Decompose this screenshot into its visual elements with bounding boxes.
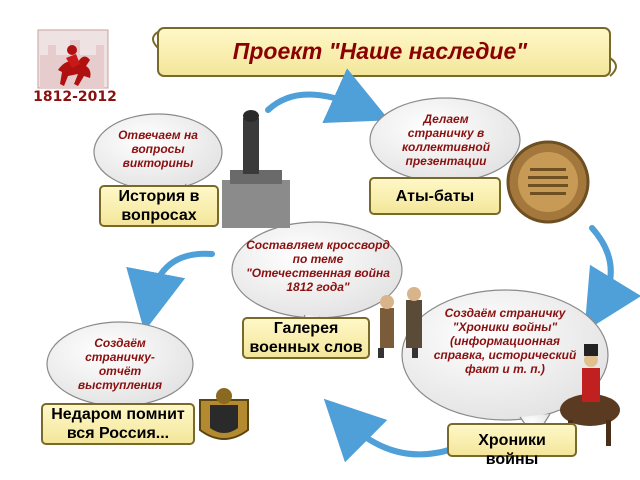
coat-of-arms-image	[200, 388, 248, 439]
arrow-2	[592, 228, 611, 306]
medal-image	[508, 142, 588, 222]
step-1-label: История в вопросах	[104, 187, 214, 225]
step-4-bubble-text: Составляем кроссворд по теме "Отечествен…	[244, 238, 392, 294]
horseman-emblem-icon	[38, 30, 108, 88]
logo-years: 1812-2012	[30, 89, 120, 105]
step-5-bubble-text: Создаём страничку-отчёт выступления	[74, 336, 166, 392]
monument-image	[222, 110, 290, 228]
arrow-4	[150, 254, 212, 302]
soldiers-image	[378, 287, 422, 358]
step-3-bubble-text: Создаём страничку "Хроники войны" (инфор…	[432, 306, 578, 376]
arrow-1	[268, 94, 362, 110]
step-5-label: Недаром помнит вся Россия...	[46, 405, 190, 443]
step-1-bubble-text: Отвечаем на вопросы викторины	[112, 128, 204, 170]
step-4-label: Галерея военных слов	[247, 319, 365, 357]
step-3-label: Хроники войны	[450, 431, 574, 469]
page-title: Проект "Наше наследие"	[170, 38, 590, 65]
step-2-bubble-text: Делаем страничку в коллективной презента…	[398, 112, 494, 168]
step-2-label: Аты-баты	[372, 187, 498, 206]
